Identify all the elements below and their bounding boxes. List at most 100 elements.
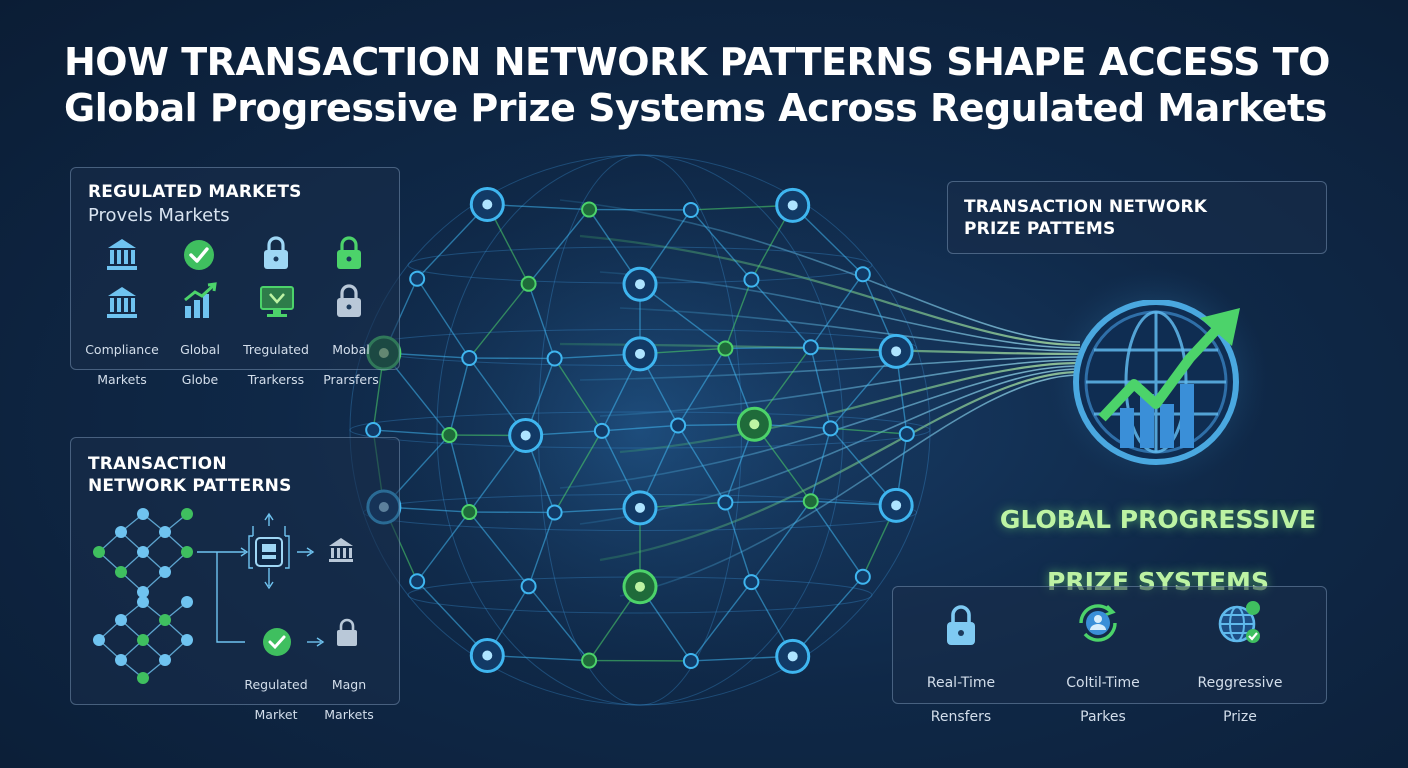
network-edge <box>810 347 832 429</box>
network-dot <box>137 672 149 684</box>
network-node <box>593 422 610 439</box>
data-stream-line <box>579 356 1081 381</box>
network-edge <box>601 424 679 432</box>
prize-features-panel: Real-Time Rensfers Coltil-Time Parkes Re… <box>892 586 1327 725</box>
network-edge <box>690 209 752 281</box>
caption-line: Parkes <box>1080 709 1126 725</box>
label-line: GLOBAL PROGRESSIVE <box>999 505 1317 534</box>
data-stream-line <box>599 370 1081 562</box>
network-edge <box>830 427 907 435</box>
network-node <box>682 201 699 218</box>
page-title-line-2: Global Progressive Prize Systems Across … <box>64 86 1327 130</box>
network-dot <box>115 654 127 666</box>
network-dot <box>181 546 193 558</box>
network-edge <box>677 425 726 503</box>
network-node-core <box>787 200 798 211</box>
network-edge <box>725 346 811 350</box>
network-edge <box>448 357 470 436</box>
monitor-icon <box>260 286 294 317</box>
network-node <box>743 574 760 591</box>
growth-chart-icon <box>184 282 217 318</box>
data-stream-line <box>599 271 1081 349</box>
network-node-core <box>635 279 645 290</box>
caption-line: Markets <box>97 372 147 387</box>
caption-regulated-market: Regulated Market <box>236 662 316 722</box>
network-edge <box>810 428 832 502</box>
network-node <box>441 427 458 444</box>
network-edge <box>373 429 450 436</box>
network-dot <box>159 614 171 626</box>
network-edge <box>554 430 603 513</box>
caption-magn-markets: Magn Markets <box>309 662 389 722</box>
network-edge <box>468 511 530 587</box>
network-edge <box>810 500 864 578</box>
network-node <box>409 573 426 590</box>
network-edge <box>554 358 603 432</box>
caption-line: Real-Time <box>926 675 996 691</box>
caption-line: Market <box>254 707 298 722</box>
data-stream-line <box>579 234 1081 347</box>
network-node <box>898 425 915 442</box>
caption-coltil-time-parkes: Coltil-Time Parkes <box>1048 658 1158 726</box>
network-edge <box>639 283 726 350</box>
network-node <box>822 420 839 437</box>
caption-line: Trarkerss <box>247 372 305 387</box>
network-edge <box>677 348 726 426</box>
caption-line: Markets <box>324 707 374 722</box>
bank-icon <box>107 239 137 270</box>
bank-icon <box>107 287 137 318</box>
network-edge <box>725 500 811 504</box>
regulated-markets-panel: REGULATED MARKETS Provels Markets <box>70 167 400 387</box>
lock-icon <box>264 236 288 269</box>
network-node-core <box>787 651 798 662</box>
network-dot <box>93 634 105 646</box>
regulated-markets-subtitle: Provels Markets <box>88 205 230 226</box>
network-node <box>682 652 699 669</box>
user-refresh-icon <box>1079 604 1117 642</box>
network-node <box>546 504 563 521</box>
title-line: TRANSACTION <box>88 454 227 474</box>
caption-line: Coltil-Time <box>1066 675 1140 691</box>
network-edge <box>724 502 753 583</box>
caption-line: Mobal <box>332 342 370 357</box>
caption-line: Tregulated <box>243 342 309 357</box>
data-stream-line <box>619 361 1081 454</box>
lock-icon <box>337 236 361 269</box>
caption-reggressive-prize: Reggressive Prize <box>1185 658 1295 726</box>
network-edge <box>527 283 556 359</box>
title-line: TRANSACTION NETWORK <box>964 197 1208 217</box>
caption-real-time-rensfers: Real-Time Rensfers <box>911 658 1011 726</box>
network-dot <box>137 596 149 608</box>
network-dot <box>137 546 149 558</box>
network-node <box>520 275 537 292</box>
caption-line: Magn <box>331 677 367 692</box>
data-stream-line <box>559 365 1081 489</box>
network-dot <box>159 566 171 578</box>
network-node <box>743 271 760 288</box>
network-edge <box>527 512 556 587</box>
lock-icon <box>337 284 361 317</box>
title-line: NETWORK PATTERNS <box>88 476 292 496</box>
network-node <box>717 340 734 357</box>
title-line: PRIZE PATTEMS <box>964 219 1116 239</box>
regulated-markets-title: REGULATED MARKETS <box>88 182 302 202</box>
page-title-line-1: HOW TRANSACTION NETWORK PATTERNS SHAPE A… <box>64 40 1330 84</box>
network-node-core <box>482 650 493 661</box>
network-dot <box>181 634 193 646</box>
caption-compliance-markets: Compliance Markets <box>77 327 167 387</box>
network-node <box>520 578 537 595</box>
network-dot <box>159 526 171 538</box>
globe-parallel <box>349 411 931 449</box>
data-stream-line <box>619 374 1081 597</box>
network-node <box>581 201 598 218</box>
network-node <box>802 339 819 356</box>
globe-check-icon <box>1218 601 1260 643</box>
caption-line: Reggressive <box>1197 675 1283 691</box>
prize-patterns-panel: TRANSACTION NETWORK PRIZE PATTEMS <box>947 181 1327 254</box>
network-dot <box>115 526 127 538</box>
network-node <box>461 504 478 521</box>
network-node <box>717 494 734 511</box>
globe-meridian <box>436 154 844 706</box>
network-dot <box>115 614 127 626</box>
transaction-network-title: TRANSACTION NETWORK PATTERNS <box>88 453 292 497</box>
